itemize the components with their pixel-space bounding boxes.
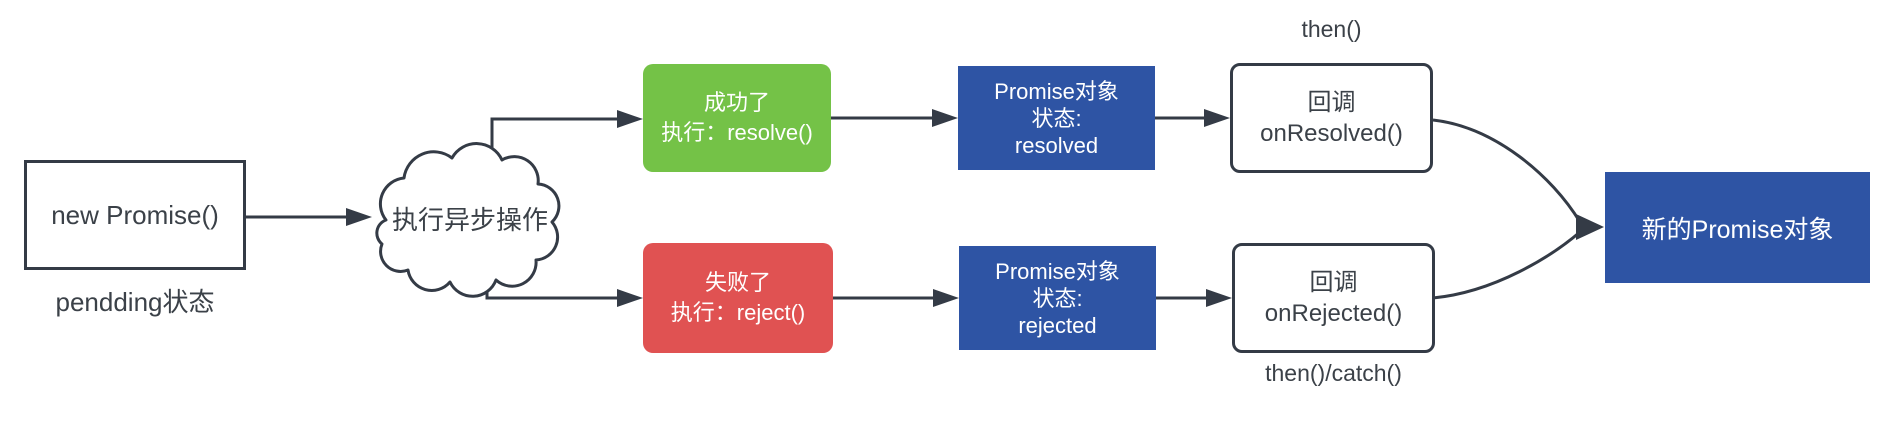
resolved-state-line-3: resolved	[1014, 132, 1099, 158]
curve-onrejected-to-result	[1432, 230, 1581, 300]
resolved-state-line-1: Promise对象	[994, 78, 1119, 104]
arrowhead-to-result	[1576, 214, 1604, 240]
arrowhead-cloud-to-fail	[617, 289, 643, 307]
resolved-state-box: Promise对象 状态: resolved	[958, 66, 1155, 170]
arrowhead-cloud-to-success	[617, 110, 643, 128]
on-rejected-line-1: 回调	[1309, 269, 1358, 296]
arrowhead-resolved-to-callback	[1204, 109, 1230, 127]
arrowhead-rejected-to-callback	[1206, 289, 1232, 307]
arrowhead-fail-to-rejected	[933, 289, 959, 307]
start-box: new Promise()	[24, 160, 246, 270]
async-cloud-shape	[375, 142, 561, 298]
arrowhead-success-to-resolved	[932, 109, 958, 127]
on-resolved-line-1: 回调	[1307, 89, 1356, 116]
cloud-label: 执行异步操作	[391, 205, 548, 235]
result-box-label: 新的Promise对象	[1641, 215, 1834, 244]
success-line-2: 执行：resolve()	[661, 120, 813, 145]
on-rejected-box: 回调 onRejected()	[1232, 243, 1435, 353]
rejected-state-line-3: rejected	[1018, 312, 1097, 338]
on-resolved-line-2: onResolved()	[1260, 120, 1403, 147]
rejected-state-line-2: 状态:	[1032, 285, 1083, 311]
success-box: 成功了 执行：resolve()	[643, 64, 831, 172]
then-label: then()	[1301, 16, 1362, 42]
start-box-label: new Promise()	[51, 199, 219, 230]
fail-line-2: 执行：reject()	[670, 300, 806, 325]
fail-line-1: 失败了	[704, 270, 771, 295]
rejected-state-line-1: Promise对象	[995, 258, 1120, 284]
on-resolved-box: 回调 onResolved()	[1230, 63, 1433, 173]
resolved-state-line-2: 状态:	[1031, 105, 1082, 131]
pendding-status-label: pendding状态	[55, 287, 215, 317]
result-box: 新的Promise对象	[1605, 172, 1870, 283]
arrow-cloud-to-success	[490, 117, 619, 150]
rejected-state-box: Promise对象 状态: rejected	[959, 246, 1156, 350]
then-catch-label: then()/catch()	[1265, 360, 1402, 386]
arrowhead-start-to-cloud	[346, 208, 372, 226]
arrow-cloud-to-fail	[485, 286, 619, 300]
fail-box: 失败了 执行：reject()	[643, 243, 833, 353]
success-line-1: 成功了	[703, 90, 770, 115]
on-rejected-line-2: onRejected()	[1264, 300, 1403, 327]
curve-onresolved-to-result	[1432, 118, 1582, 223]
